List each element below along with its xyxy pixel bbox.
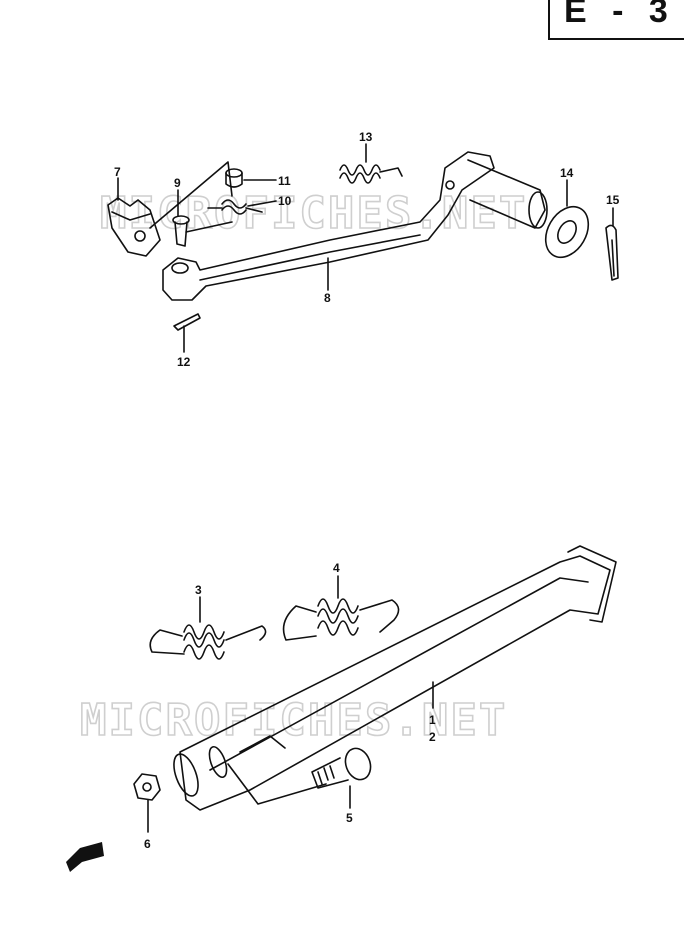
front-arrow-icon: [66, 842, 104, 872]
washer-14: [544, 205, 590, 259]
callout-1: 1: [429, 713, 436, 727]
callout-8: 8: [324, 291, 331, 305]
spring-3: [149, 624, 267, 660]
brake-pedal-arm: [162, 151, 495, 301]
watermark-top: MICROFICHES.NET: [100, 188, 527, 239]
callout-9: 9: [174, 176, 181, 190]
callout-10: 10: [278, 194, 292, 208]
callout-4: 4: [333, 561, 340, 575]
page-code-box: E - 3: [548, 0, 684, 40]
callout-15: 15: [606, 193, 620, 207]
rod-joint-7: [107, 197, 161, 257]
cotter-pin-12: [173, 313, 201, 331]
cotter-pin-15: [605, 224, 619, 281]
nut-6: [133, 773, 161, 801]
leader-5-bracket: [227, 763, 327, 805]
leader-9-group: [185, 221, 233, 233]
callout-2: 2: [429, 730, 436, 744]
pedal-shaft: [467, 159, 548, 229]
side-stand-leg: [173, 545, 617, 811]
cap-11: [225, 168, 243, 188]
callout-13: 13: [359, 130, 373, 144]
callout-14: 14: [560, 166, 574, 180]
spring-10: [207, 199, 263, 215]
spring-4: [282, 598, 400, 641]
callout-7: 7: [114, 165, 121, 179]
bolt-5: [311, 747, 372, 789]
callout-11: 11: [278, 174, 291, 188]
callout-6: 6: [144, 837, 151, 851]
leader-11-group: [149, 161, 233, 229]
callout-12: 12: [177, 355, 191, 369]
leader-10: [247, 200, 277, 207]
page-code: E - 3: [564, 0, 676, 30]
clevis-pin-9: [172, 215, 190, 247]
watermark-bottom: MICROFICHES.NET: [80, 695, 507, 746]
spring-13: [339, 164, 403, 184]
callout-5: 5: [346, 811, 353, 825]
callout-3: 3: [195, 583, 202, 597]
